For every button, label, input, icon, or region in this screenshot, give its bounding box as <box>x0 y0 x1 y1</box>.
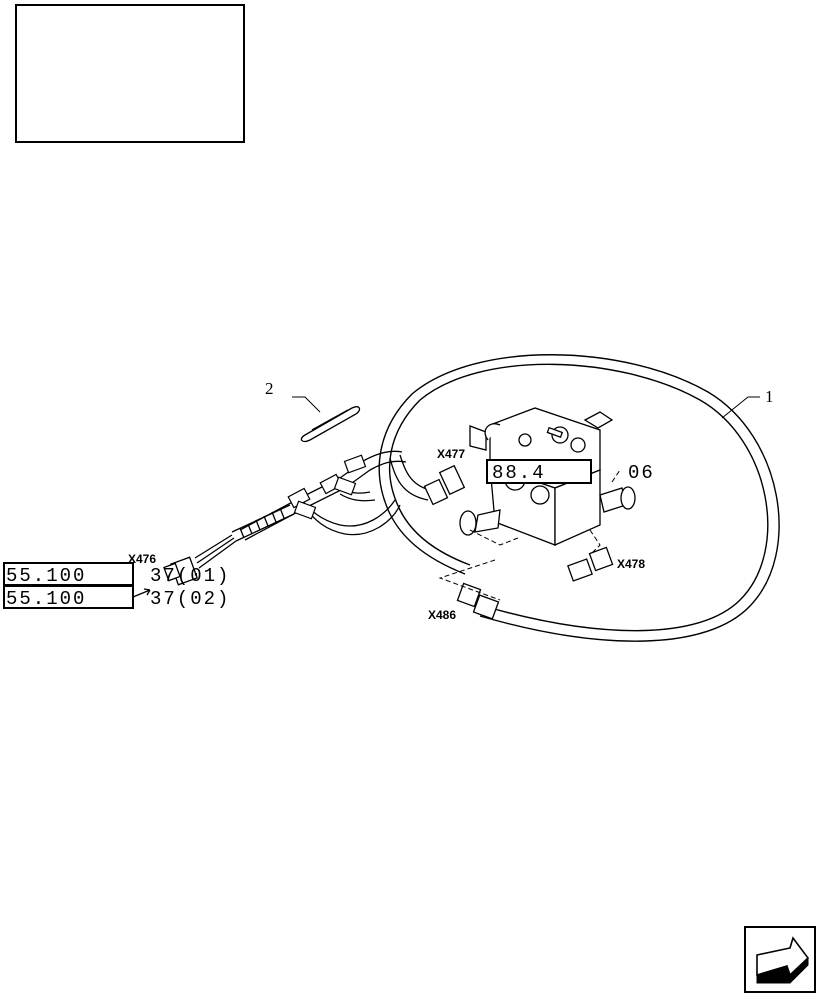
ref-suffix-06: 06 <box>628 462 655 484</box>
reference-55-100-02[interactable]: 55.100 37(02) <box>3 585 230 610</box>
callout-2: 2 <box>265 379 274 398</box>
callout-1: 1 <box>765 387 774 406</box>
label-x477: X477 <box>437 447 465 461</box>
connector-x477 <box>423 464 466 506</box>
reference-55-100-01[interactable]: 55.100 37(01) <box>3 562 230 587</box>
label-x476: X476 <box>128 552 156 566</box>
connector-x476 <box>163 556 198 586</box>
label-x486: X486 <box>428 608 456 622</box>
connector-x478 <box>567 546 614 582</box>
ref-suffix-37-02: 37(02) <box>150 588 230 610</box>
title-block <box>15 4 245 143</box>
ref-pointer-arrow <box>132 588 151 598</box>
clip-part <box>300 406 361 443</box>
ref-section-55-100-a: 55.100 <box>6 565 86 587</box>
harness-junctions <box>287 454 367 520</box>
reference-88-4[interactable]: 88.4 06 <box>486 459 655 484</box>
ref-suffix-37-01: 37(01) <box>150 565 230 587</box>
ref-section-55-100-b: 55.100 <box>6 588 86 610</box>
callout-leaders <box>292 396 760 419</box>
connector-x486 <box>456 582 500 620</box>
back-arrow-icon[interactable] <box>744 926 816 993</box>
leader-lines <box>438 469 621 601</box>
ref-section-88-4: 88.4 <box>492 462 546 484</box>
label-x478: X478 <box>617 557 645 571</box>
